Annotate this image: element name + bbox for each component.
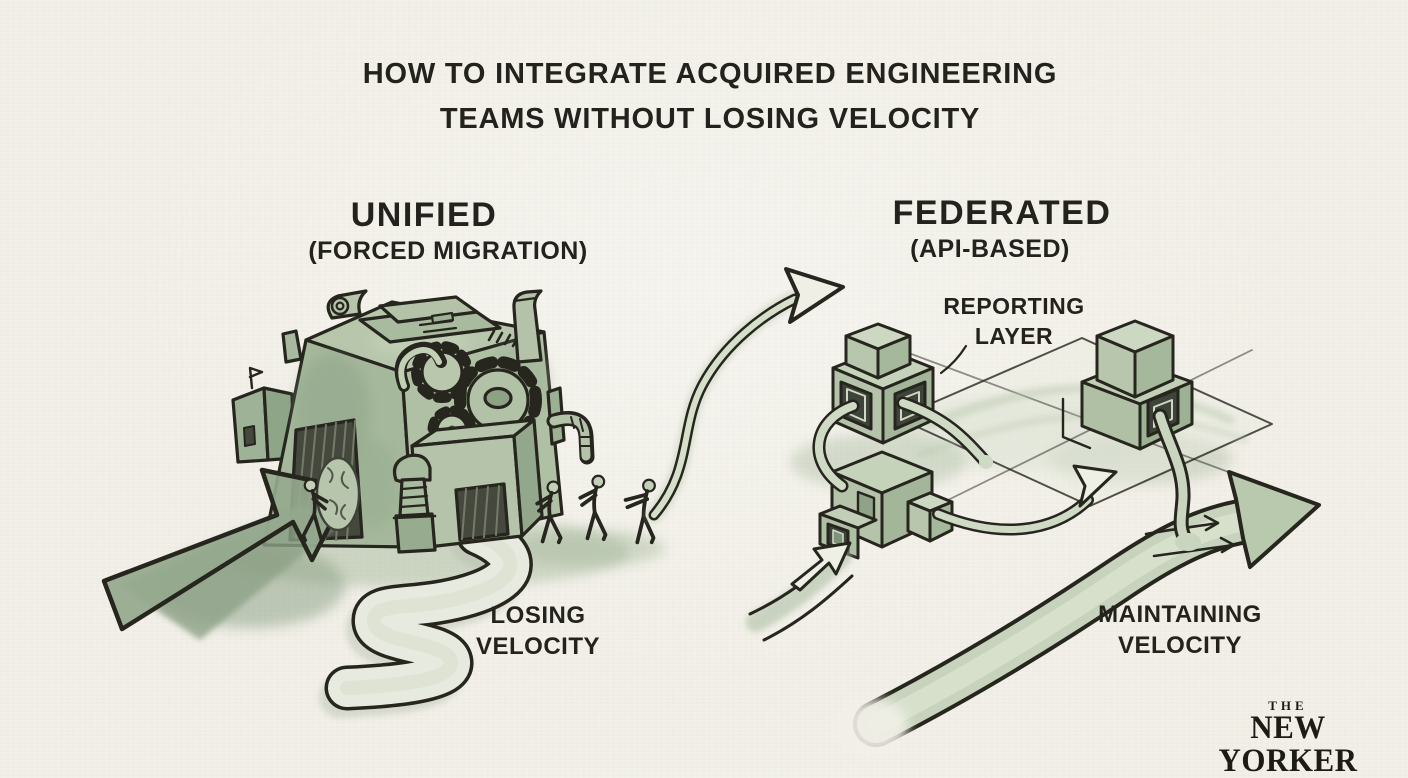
engineer-figure xyxy=(623,478,656,545)
engineer-figure xyxy=(578,474,608,542)
service-box-top-left xyxy=(831,322,935,445)
reporting-layer-annotation-line2: LAYER xyxy=(974,323,1054,349)
machine-side-pipe xyxy=(546,386,595,465)
losing-velocity-label-line1: LOSING xyxy=(490,602,586,629)
losing-velocity-path xyxy=(319,511,533,718)
machine-top-roller xyxy=(326,289,368,320)
unified-subheading: (FORCED MIGRATION) xyxy=(308,237,588,265)
maintaining-velocity-label-line2: VELOCITY xyxy=(1117,632,1243,659)
machine-chimney xyxy=(281,329,303,364)
api-arrowhead xyxy=(1072,464,1118,508)
machine-front-pipe xyxy=(392,453,437,554)
api-pipe-to-flow xyxy=(1152,408,1201,551)
losing-velocity-label: LOSING VELOCITY xyxy=(476,600,600,662)
reporting-layer-annotation-line1: REPORTING xyxy=(943,293,1085,319)
service-box-right xyxy=(1061,319,1194,451)
machine-annex xyxy=(410,418,544,550)
pushed-engineer-figures xyxy=(535,474,656,545)
maintaining-velocity-label-line1: MAINTAINING xyxy=(1098,601,1262,628)
cartoon-title: HOW TO INTEGRATE ACQUIRED ENGINEERING TE… xyxy=(363,52,1057,142)
masthead-the: THE xyxy=(1268,698,1308,713)
reporting-layer-annotation: REPORTING LAYER xyxy=(943,291,1084,351)
maintaining-velocity-label: MAINTAINING VELOCITY xyxy=(1098,599,1262,661)
reporting-layer-leader-line xyxy=(939,344,968,375)
unified-machine-figure xyxy=(101,289,665,718)
masthead-name: NEW YORKER xyxy=(1218,708,1358,778)
maintaining-velocity-flow xyxy=(832,470,1321,758)
engineer-figure-door-pusher xyxy=(301,478,329,543)
new-yorker-masthead: THE NEW YORKER xyxy=(1218,698,1358,778)
cartoon-title-line2: TEAMS WITHOUT LOSING VELOCITY xyxy=(439,103,981,135)
federated-heading: FEDERATED xyxy=(892,194,1112,232)
unified-heading: UNIFIED xyxy=(350,196,498,234)
entry-arrow xyxy=(746,541,854,642)
cartoon-title-line1: HOW TO INTEGRATE ACQUIRED ENGINEERING xyxy=(362,58,1058,90)
federated-services-figure xyxy=(746,319,1321,758)
engineer-figure xyxy=(535,480,563,545)
flow-arrowhead xyxy=(1227,470,1321,569)
transition-arrowhead xyxy=(784,267,845,324)
losing-velocity-label-line2: VELOCITY xyxy=(475,633,601,660)
migration-transition-arrow xyxy=(646,267,845,523)
api-connection-pipes xyxy=(812,396,1118,536)
migrating-crowd-blob xyxy=(315,456,361,532)
federated-subheading: (API-BASED) xyxy=(910,235,1070,263)
